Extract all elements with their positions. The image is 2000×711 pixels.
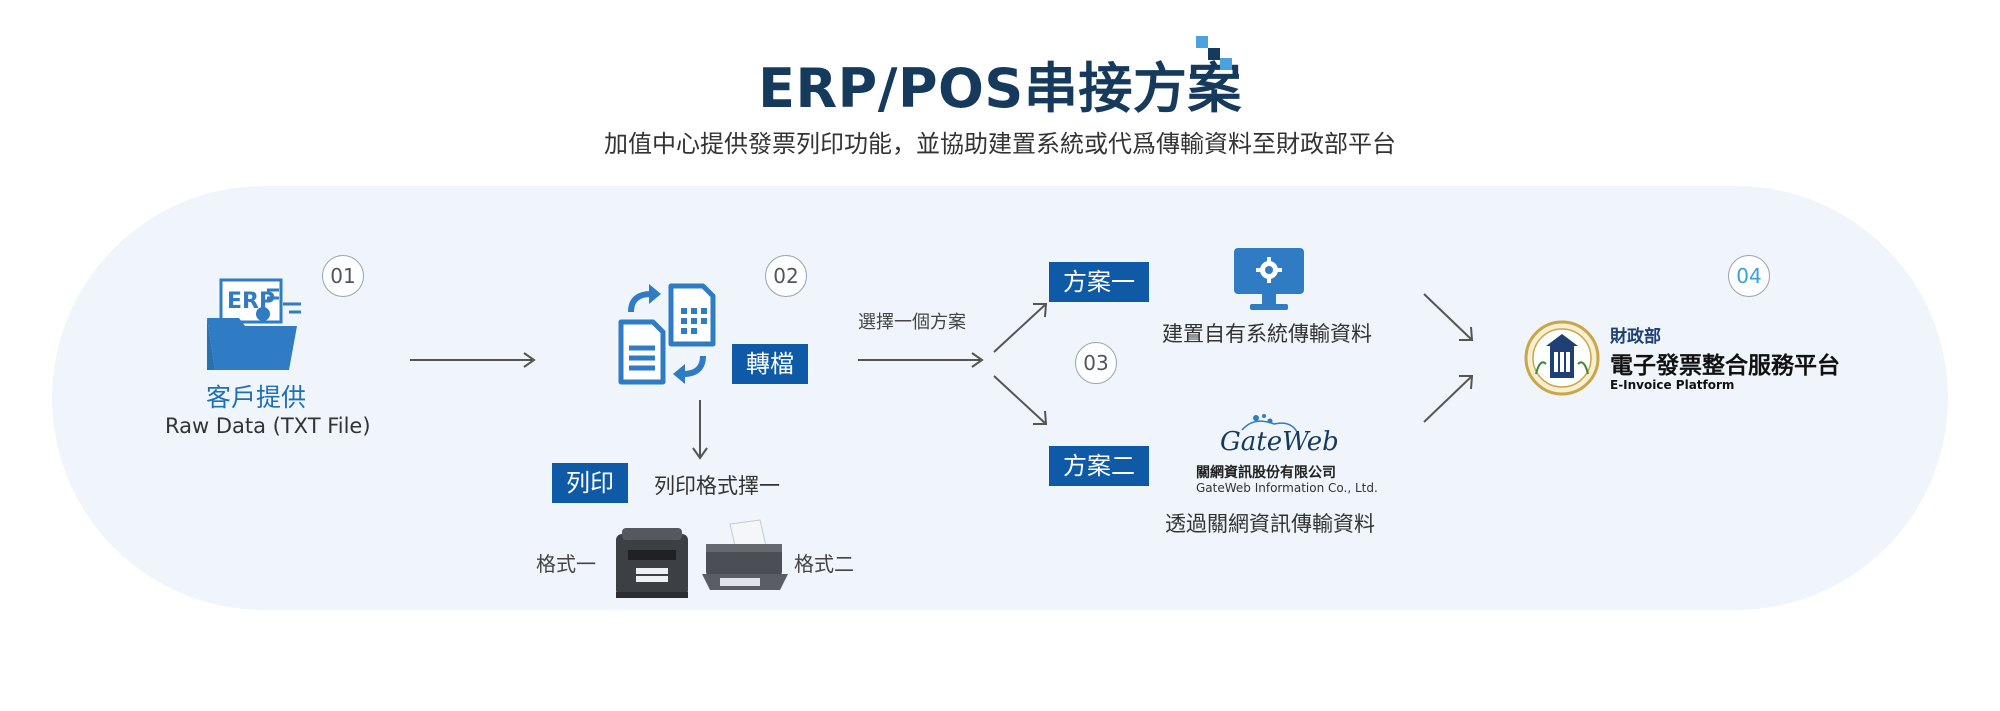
print-tag: 列印 bbox=[552, 463, 628, 503]
step-01-number: 01 bbox=[330, 264, 356, 288]
converge-arrow-down bbox=[1423, 293, 1474, 341]
file-convert-icon bbox=[618, 283, 716, 385]
flow-arrow-1 bbox=[410, 352, 536, 368]
branch-arrow-up bbox=[993, 303, 1048, 353]
gateweb-logo-text: GateWeb bbox=[1220, 427, 1339, 457]
gateweb-company-en: GateWeb Information Co., Ltd. bbox=[1196, 481, 1378, 495]
converge-arrow-up bbox=[1423, 375, 1474, 423]
flow-panel bbox=[52, 186, 1948, 610]
desktop-printer-icon bbox=[702, 519, 788, 590]
convert-tag: 轉檔 bbox=[732, 344, 808, 384]
plan-1-tag: 方案一 bbox=[1049, 262, 1149, 302]
step-02-number: 02 bbox=[773, 264, 799, 288]
gateweb-logo: GateWeb bbox=[1220, 414, 1339, 457]
gateweb-company-cn: 關網資訊股份有限公司 bbox=[1196, 465, 1336, 481]
ministry-name: 財政部 bbox=[1610, 327, 1661, 347]
step-01-badge: 01 bbox=[322, 255, 364, 297]
choose-plan-label: 選擇一個方案 bbox=[858, 312, 966, 333]
branch-arrow-down bbox=[993, 375, 1048, 425]
print-format-label: 列印格式擇一 bbox=[654, 474, 780, 498]
step-04-badge: 04 bbox=[1728, 255, 1770, 297]
step-04-number: 04 bbox=[1736, 264, 1762, 288]
format-1-label: 格式一 bbox=[536, 552, 596, 576]
monitor-gear-icon bbox=[1234, 248, 1304, 310]
format-2-label: 格式二 bbox=[794, 552, 854, 576]
page-subtitle: 加值中心提供發票列印功能，並協助建置系統或代爲傳輸資料至財政部平台 bbox=[604, 130, 1396, 158]
flow-arrow-2 bbox=[858, 352, 984, 368]
platform-name-en: E-Invoice Platform bbox=[1610, 378, 1735, 392]
plan-2-tag: 方案二 bbox=[1049, 446, 1149, 486]
folder-erp-icon: ERP bbox=[207, 278, 301, 370]
step-03-badge: 03 bbox=[1075, 342, 1117, 384]
step-03-number: 03 bbox=[1083, 351, 1109, 375]
plan-1-label: 建置自有系統傳輸資料 bbox=[1162, 322, 1372, 346]
step-01-label: 客戶提供 bbox=[206, 383, 307, 412]
step-01-sublabel: Raw Data (TXT File) bbox=[165, 414, 371, 438]
title-decoration-icon bbox=[1196, 36, 1232, 70]
plan-2-label: 透過關網資訊傳輸資料 bbox=[1165, 512, 1375, 536]
page-title: ERP/POS串接方案 bbox=[758, 57, 1242, 120]
print-down-arrow bbox=[692, 400, 708, 460]
step-02-badge: 02 bbox=[765, 255, 807, 297]
label-printer-icon bbox=[616, 528, 688, 598]
platform-name: 電子發票整合服務平台 bbox=[1610, 353, 1840, 379]
ministry-seal-icon bbox=[1524, 320, 1600, 396]
